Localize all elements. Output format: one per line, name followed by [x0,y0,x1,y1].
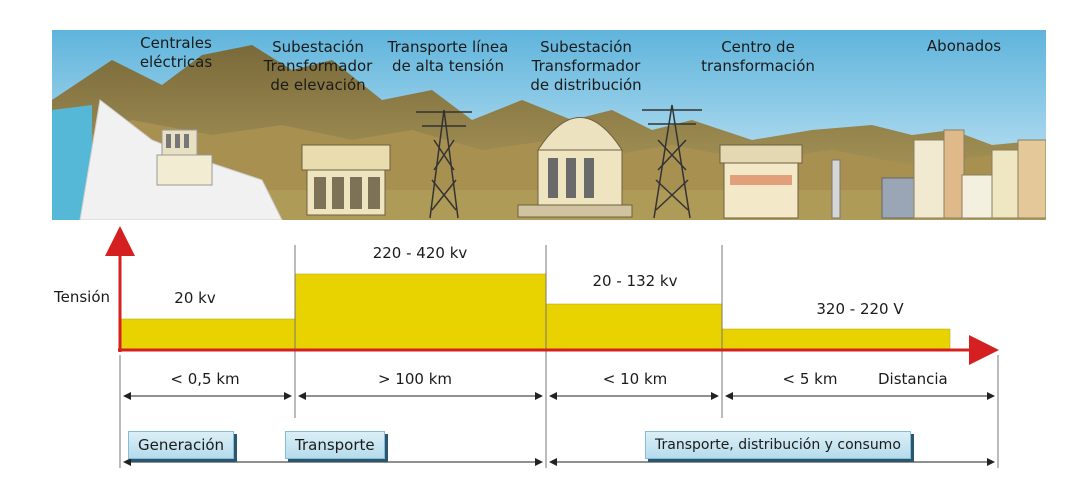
phase-box-transport: Transporte [285,431,385,459]
power-plant [156,129,213,186]
voltage-bar-4 [721,328,951,350]
label-high-voltage-line: Transporte línea de alta tensión [387,38,509,75]
distance-label-transport: > 100 km [377,370,453,388]
label-distribution-substation: Subestación Transformador de distribució… [530,38,642,94]
voltage-bar-2 [294,273,547,350]
value-label-distribution: 20 - 132 kv [592,272,678,290]
value-label-consumption: 320 - 220 V [816,300,904,318]
distribution-substation [517,117,633,218]
step-up-substation [301,144,391,216]
label-power-plants: Centrales eléctricas [139,34,213,71]
distance-label-distribution: < 10 km [602,370,668,388]
transformation-center [719,144,841,219]
lake [52,105,92,220]
phase-box-generation: Generación [128,431,235,459]
value-label-generation: 20 kv [174,289,216,307]
label-transformation-center: Centro de transformación [701,38,815,75]
y-axis-label: Tensión [54,288,111,306]
distribution-tower [642,104,702,219]
consumer-buildings [881,129,1046,219]
distance-label-consumption: < 5 km [782,370,838,388]
label-consumers: Abonados [926,37,1002,55]
phase-box-transport-distribution-consumption: Transporte, distribución y consumo [645,431,911,459]
value-label-transport: 220 - 420 kv [372,244,468,262]
x-axis-label: Distancia [878,370,948,388]
voltage-bar-3 [545,303,723,350]
voltage-bar-1 [120,318,296,350]
distance-label-generation: < 0,5 km [170,370,240,388]
label-step-up-substation: Subestación Transformador de elevación [263,38,373,94]
transmission-tower [416,109,472,219]
power-grid-illustration [52,30,1046,220]
